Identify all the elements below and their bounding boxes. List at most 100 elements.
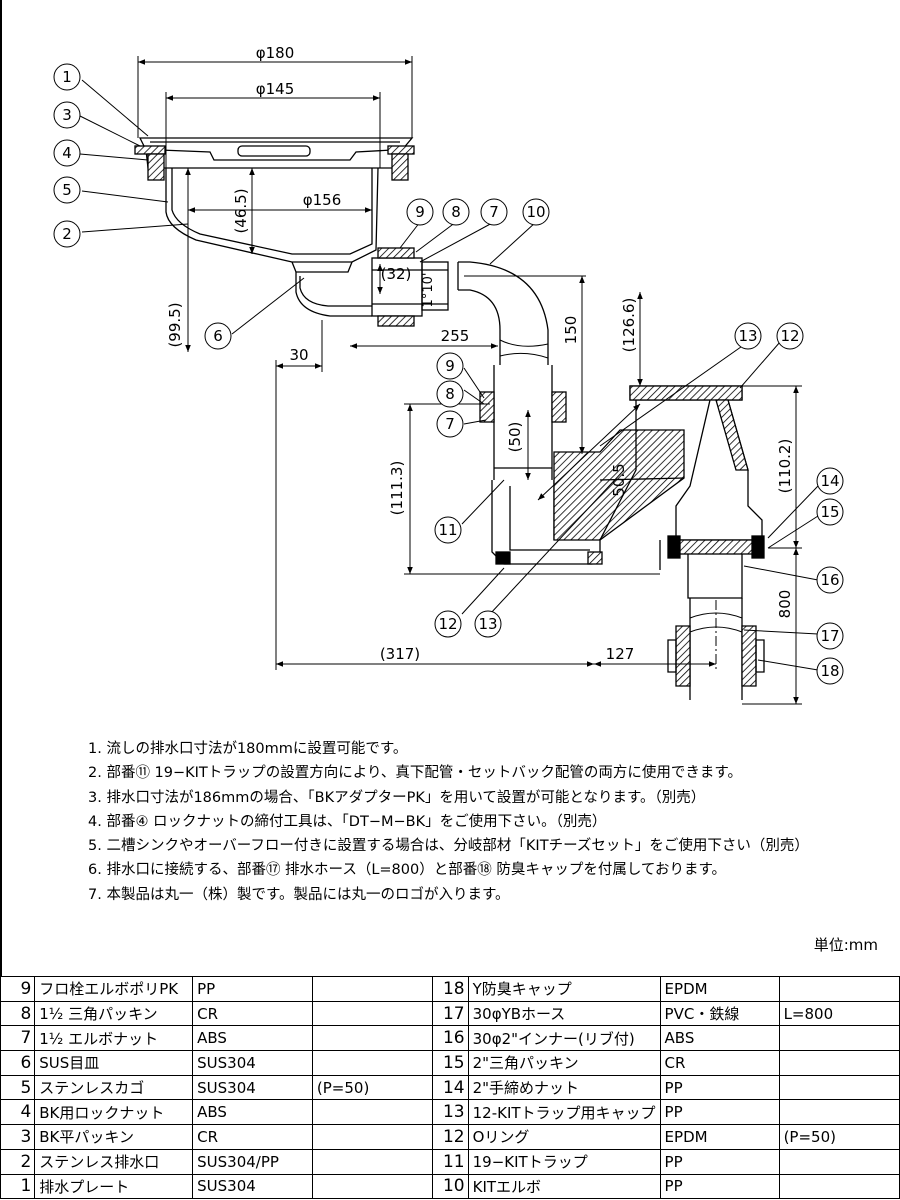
part-name-cell: ステンレスカゴ [34,1074,194,1101]
dim-50: (50) [506,422,524,453]
callout-8-top: 8 [442,198,470,226]
part-material-cell: SUS304/PP [192,1148,313,1175]
part-name-cell: 1½ エルボナット [34,1025,194,1052]
part-material-cell: CR [192,1124,313,1150]
callout-3: 3 [53,101,81,129]
drain-body [134,137,765,700]
callout-10: 10 [522,198,550,226]
svg-text:15: 15 [820,503,839,521]
svg-text:11: 11 [438,521,457,539]
svg-text:12: 12 [780,327,799,345]
part-material-cell: SUS304 [192,1173,313,1200]
svg-text:10: 10 [526,203,545,221]
part-number-cell: 14 [432,1074,469,1101]
part-name-cell: ステンレス排水口 [34,1148,194,1175]
svg-text:2: 2 [62,225,72,243]
part-name-cell: 排水プレート [34,1173,194,1200]
part-number-cell: 10 [432,1173,469,1200]
part-name-cell: BK用ロックナット [34,1099,194,1126]
svg-text:3: 3 [62,106,72,124]
part-note-cell [311,1050,434,1076]
callouts: 1 3 4 5 2 6 9 8 7 10 9 8 7 11 13 12 12 1… [53,63,844,685]
callout-9-mid: 9 [436,352,464,380]
dim-99-5: (99.5) [166,302,184,347]
part-material-cell: PP [192,976,313,1002]
note-1: 1. 流しの排水口寸法が180mmに設置可能です。 [88,741,408,757]
dim-156: φ156 [303,191,342,209]
callout-13-bottom: 13 [474,610,502,638]
part-note-cell: L=800 [778,1000,900,1027]
part-number-cell: 2 [0,1148,36,1175]
dim-46-5: (46.5) [232,188,250,233]
callout-16: 16 [816,566,844,594]
part-material-cell: ABS [659,1025,780,1052]
svg-text:7: 7 [445,415,455,433]
svg-text:12: 12 [438,615,457,633]
callout-18: 18 [816,657,844,685]
note-6: 6. 排水口に接続する、部番⑰ 排水ホース（L=800）と部番⑱ 防臭キャップを… [88,862,727,879]
part-note-cell [311,1099,434,1126]
svg-text:16: 16 [820,571,839,589]
svg-text:13: 13 [738,327,757,345]
callout-12-top: 12 [776,322,804,350]
svg-text:5: 5 [62,181,72,199]
svg-text:9: 9 [415,203,425,221]
part-material-cell: EPDM [659,976,780,1002]
part-number-cell: 5 [0,1074,36,1101]
note-5: 5. 二槽シンクやオーバーフロー付きに設置する場合は、分岐部材「KITチーズセッ… [88,838,809,855]
part-note-cell [311,1025,434,1052]
callout-14: 14 [816,467,844,495]
part-name-cell: Oリング [467,1124,661,1150]
part-number-cell: 11 [432,1148,469,1175]
part-material-cell: PP [659,1099,780,1126]
svg-text:8: 8 [445,385,455,403]
dimension-lines [137,56,802,705]
dim-145: φ145 [256,80,295,98]
part-note-cell [311,1124,434,1150]
part-note-cell: (P=50) [311,1074,434,1101]
part-name-cell: 2"三角パッキン [467,1050,661,1076]
leader-lines [79,79,819,671]
part-number-cell: 3 [0,1124,36,1150]
part-name-cell: KITエルボ [467,1173,661,1200]
svg-text:1: 1 [62,68,72,86]
note-4: 4. 部番④ ロックナットの締付工具は、「DT−M−BK」をご使用下さい。（別売… [88,813,607,830]
dim-50-5: 50.5 [610,463,628,496]
part-number-cell: 15 [432,1050,469,1076]
part-material-cell: ABS [192,1099,313,1126]
svg-text:8: 8 [451,203,461,221]
callout-7-mid: 7 [436,410,464,438]
callout-1: 1 [53,63,81,91]
part-note-cell [778,1050,900,1076]
part-name-cell: 2"手締めナット [467,1074,661,1101]
part-number-cell: 18 [432,976,469,1002]
dim-111-3: (111.3) [388,461,406,516]
part-material-cell: PP [659,1173,780,1200]
callout-6: 6 [204,322,232,350]
dim-127: 127 [606,645,635,663]
part-name-cell: 30φYBホース [467,1000,661,1027]
callout-12-bottom: 12 [434,610,462,638]
part-material-cell: ABS [192,1025,313,1052]
part-number-cell: 4 [0,1099,36,1126]
svg-text:14: 14 [820,472,839,490]
part-name-cell: 1½ 三角パッキン [34,1000,194,1027]
svg-text:17: 17 [820,627,839,645]
dim-150: 150 [562,316,580,345]
notes-list: 1. 流しの排水口寸法が180mmに設置可能です。 2. 部番⑪ 19−KITト… [88,737,888,907]
part-material-cell: SUS304 [192,1074,313,1101]
part-note-cell [311,976,434,1002]
part-number-cell: 9 [0,976,36,1002]
part-number-cell: 7 [0,1025,36,1052]
dim-30: 30 [289,346,308,364]
part-note-cell [311,1173,434,1200]
callout-2: 2 [53,220,81,248]
part-note-cell [311,1148,434,1175]
